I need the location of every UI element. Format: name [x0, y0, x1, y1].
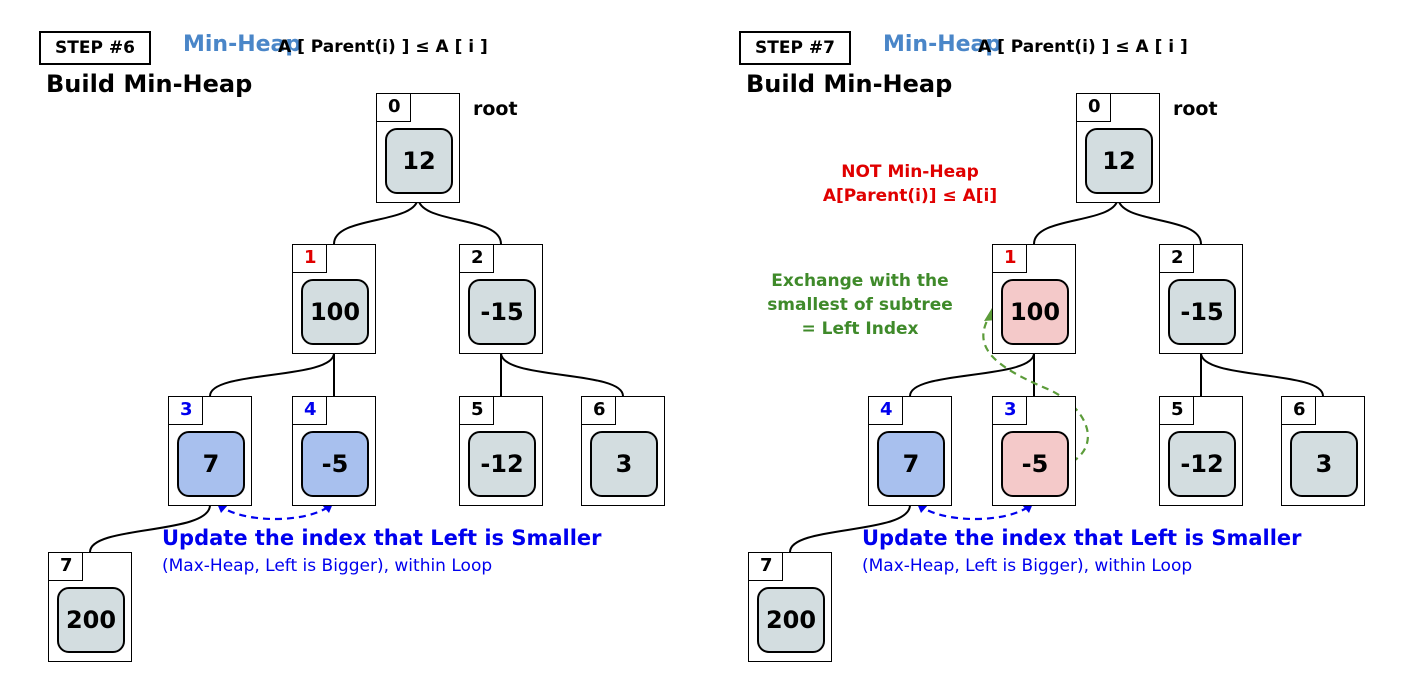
- update-note: Update the index that Left is Smaller: [162, 526, 602, 550]
- root-label: root: [1173, 98, 1218, 120]
- node-index: 5: [460, 397, 494, 425]
- node-index: 2: [460, 245, 494, 273]
- warning-line: NOT Min-Heap: [841, 162, 979, 182]
- node-index: 1: [293, 245, 327, 273]
- tree-edges: [789, 196, 1324, 553]
- node-value: -12: [1168, 431, 1236, 497]
- root-label: root: [473, 98, 518, 120]
- node-value: 3: [590, 431, 658, 497]
- node-value: 200: [757, 587, 825, 653]
- node-value: -15: [468, 279, 536, 345]
- node-value: 200: [57, 587, 125, 653]
- node-value: 7: [177, 431, 245, 497]
- node-index: 5: [1160, 397, 1194, 425]
- edge-3-7: [789, 504, 911, 553]
- node-value: 7: [877, 431, 945, 497]
- node-value: -12: [468, 431, 536, 497]
- edge-1-3: [909, 352, 1035, 397]
- exchange-line: Exchange with the: [771, 271, 949, 291]
- not-min-heap-warning: NOT Min-Heap A[Parent(i)] ≤ A[i]: [790, 160, 1030, 208]
- edge-2-6: [1200, 352, 1324, 397]
- node-value: 100: [301, 279, 369, 345]
- node-index: 6: [1282, 397, 1316, 425]
- node-index: 2: [1160, 245, 1194, 273]
- heap-node: 2 -15: [1159, 244, 1243, 354]
- build-title: Build Min-Heap: [746, 70, 953, 98]
- heap-node: 3 7: [168, 396, 252, 506]
- heap-node: 5 -12: [459, 396, 543, 506]
- heap-node: 7 200: [48, 552, 132, 662]
- heap-node: 7 200: [748, 552, 832, 662]
- node-value: -5: [1001, 431, 1069, 497]
- heap-node: 1 100: [292, 244, 376, 354]
- edge-3-7: [89, 504, 211, 553]
- edge-0-1: [1033, 196, 1119, 245]
- step6-panel: STEP #6 Min-Heap A [ Parent(i) ] ≤ A [ i…: [39, 31, 665, 662]
- node-index: 3: [993, 397, 1027, 425]
- heap-formula: A [ Parent(i) ] ≤ A [ i ]: [978, 37, 1188, 57]
- heap-node: 2 -15: [459, 244, 543, 354]
- node-index: 4: [293, 397, 327, 425]
- exchange-line: = Left Index: [801, 319, 919, 339]
- heap-node: 1 100: [992, 244, 1076, 354]
- heap-node: 4 7: [868, 396, 952, 506]
- heap-formula: A [ Parent(i) ] ≤ A [ i ]: [278, 37, 488, 57]
- heap-title: Min-Heap: [183, 32, 302, 57]
- heap-node: 0 12: [376, 93, 460, 203]
- heap-node: 6 3: [581, 396, 665, 506]
- step-label: STEP #6: [39, 31, 151, 65]
- heap-title: Min-Heap: [883, 32, 1002, 57]
- heap-node: 5 -12: [1159, 396, 1243, 506]
- node-value: 12: [385, 128, 453, 194]
- edge-0-1: [333, 196, 419, 245]
- node-index: 0: [1077, 94, 1111, 122]
- swap-arrow: [917, 503, 1033, 521]
- node-value: 12: [1085, 128, 1153, 194]
- tree-edges: [89, 196, 624, 553]
- node-value: 3: [1290, 431, 1358, 497]
- exchange-line: smallest of subtree: [767, 295, 953, 315]
- update-subnote: (Max-Heap, Left is Bigger), within Loop: [162, 556, 493, 576]
- node-value: 100: [1001, 279, 1069, 345]
- node-index: 1: [993, 245, 1027, 273]
- exchange-arrow: [982, 311, 1089, 463]
- edge-2-6: [500, 352, 624, 397]
- heap-node: 0 12: [1076, 93, 1160, 203]
- swap-arrow: [217, 503, 333, 521]
- build-title: Build Min-Heap: [46, 70, 253, 98]
- node-index: 7: [49, 553, 83, 581]
- step7-panel: STEP #7 Min-Heap A [ Parent(i) ] ≤ A [ i…: [700, 0, 1408, 695]
- heap-node: 3 -5: [992, 396, 1076, 506]
- step-label: STEP #7: [739, 31, 851, 65]
- node-index: 6: [582, 397, 616, 425]
- update-subnote: (Max-Heap, Left is Bigger), within Loop: [862, 556, 1193, 576]
- exchange-note: Exchange with the smallest of subtree = …: [740, 269, 980, 341]
- node-index: 7: [749, 553, 783, 581]
- node-index: 4: [869, 397, 903, 425]
- warning-line: A[Parent(i)] ≤ A[i]: [822, 186, 998, 206]
- node-index: 3: [169, 397, 203, 425]
- edge-1-3: [209, 352, 335, 397]
- edge-0-2: [417, 196, 502, 245]
- node-value: -15: [1168, 279, 1236, 345]
- node-index: 0: [377, 94, 411, 122]
- heap-node: 6 3: [1281, 396, 1365, 506]
- update-note: Update the index that Left is Smaller: [862, 526, 1302, 550]
- node-value: -5: [301, 431, 369, 497]
- heap-node: 4 -5: [292, 396, 376, 506]
- edge-0-2: [1117, 196, 1202, 245]
